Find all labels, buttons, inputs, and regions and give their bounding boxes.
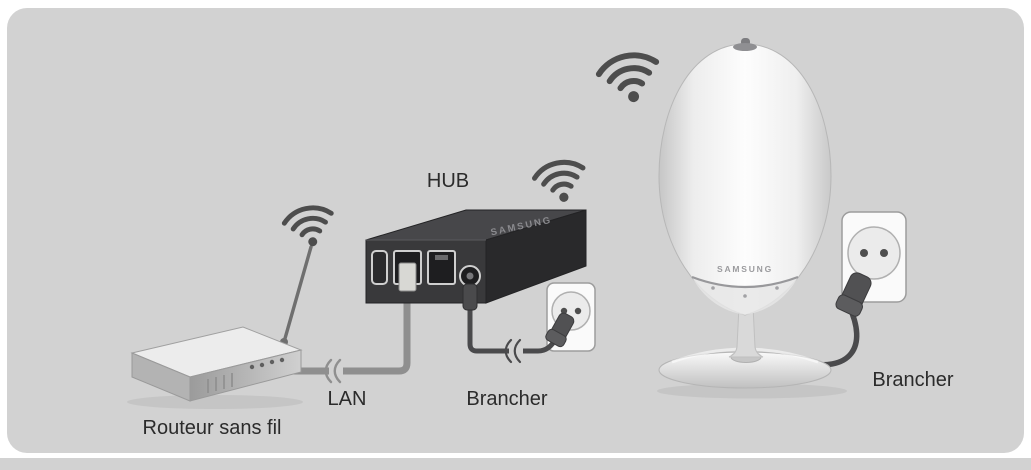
speaker-shadow bbox=[657, 383, 847, 399]
router-illustration bbox=[127, 245, 313, 409]
speaker-power-cord bbox=[797, 303, 860, 368]
wifi-signal-icon-speaker bbox=[596, 50, 663, 108]
router-status-leds bbox=[249, 357, 285, 370]
lan-port-2 bbox=[427, 250, 456, 285]
speaker-plug-label: Brancher bbox=[872, 369, 954, 391]
hub-plug-label: Brancher bbox=[466, 388, 548, 410]
cable-break-icon-power bbox=[504, 338, 523, 364]
usb-port bbox=[371, 250, 388, 285]
speaker-illustration: SAMSUNG bbox=[657, 38, 847, 399]
lan-cable-label: LAN bbox=[327, 388, 367, 410]
speaker-top-button bbox=[733, 43, 757, 51]
router-vents bbox=[207, 373, 233, 393]
lan-cable bbox=[288, 282, 411, 375]
cable-break-icon-lan bbox=[324, 358, 343, 384]
speaker-seam bbox=[691, 275, 799, 289]
speaker-body bbox=[658, 43, 832, 316]
power-plug-speaker bbox=[835, 272, 872, 317]
lan-connector bbox=[398, 262, 417, 292]
hub-label: HUB bbox=[426, 170, 470, 192]
next-panel-edge bbox=[0, 458, 1031, 470]
hub-illustration: SAMSUNG bbox=[365, 209, 587, 311]
wifi-signal-icon-router bbox=[282, 204, 337, 251]
speaker-brand: SAMSUNG bbox=[717, 264, 773, 274]
speaker-stem bbox=[728, 305, 764, 358]
wifi-signal-icon-hub bbox=[532, 158, 589, 207]
speaker-controls bbox=[711, 286, 779, 298]
router-shadow bbox=[127, 395, 303, 409]
power-barrel-plug bbox=[462, 283, 478, 311]
hub-power-cord bbox=[467, 303, 559, 354]
power-plug-hub bbox=[545, 312, 575, 348]
router-label: Routeur sans fil bbox=[142, 417, 282, 439]
router-antenna bbox=[282, 245, 313, 344]
